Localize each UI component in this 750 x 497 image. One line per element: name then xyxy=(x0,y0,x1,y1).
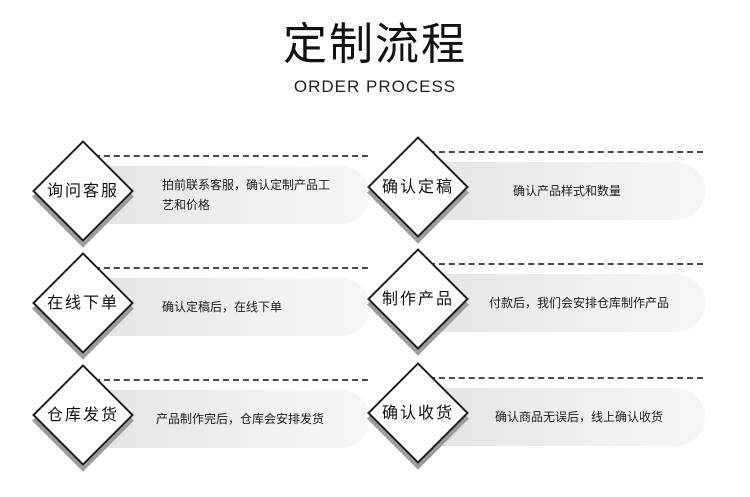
step-label: 制作产品 xyxy=(381,289,454,308)
step-label: 询问客服 xyxy=(46,181,119,200)
step-description: 产品制作完后，仓库会安排发货 xyxy=(156,412,325,426)
page-subtitle: ORDER PROCESS xyxy=(293,77,457,96)
step-description: 确认商品无误后，线上确认收货 xyxy=(495,410,664,424)
step-label: 仓库发货 xyxy=(46,405,119,424)
step-divider xyxy=(94,267,368,269)
step-label: 在线下单 xyxy=(46,293,119,312)
page-title: 定制流程 xyxy=(283,19,467,70)
step-divider xyxy=(429,263,703,265)
step-description-panel xyxy=(82,278,370,336)
step-description: 拍前联系客服，确认定制产品工艺和价格 xyxy=(162,178,331,212)
process-step-produce: 付款后，我们会安排仓库制作产品 制作产品 xyxy=(369,250,705,364)
process-step-place-order: 确认定稿后，在线下单 在线下单 xyxy=(34,254,370,368)
process-step-receive: 确认商品无误后，线上确认收货 确认收货 xyxy=(369,364,705,478)
step-description-panel xyxy=(417,388,705,446)
step-divider xyxy=(429,377,703,379)
process-step-ship: 产品制作完后，仓库会安排发货 仓库发货 xyxy=(34,366,370,480)
step-divider xyxy=(429,151,703,153)
step-description: 确认产品样式和数量 xyxy=(513,184,622,198)
step-description-panel xyxy=(82,166,370,224)
step-description-panel xyxy=(417,274,705,332)
process-step-confirm-draft: 确认产品样式和数量 确认定稿 xyxy=(369,138,705,252)
step-divider xyxy=(94,155,368,157)
process-step-consult: 拍前联系客服，确认定制产品工艺和价格 询问客服 xyxy=(34,142,370,256)
step-description: 确认定稿后，在线下单 xyxy=(162,300,283,314)
step-label: 确认定稿 xyxy=(381,177,454,196)
step-divider xyxy=(94,379,368,381)
step-description-panel xyxy=(82,390,370,448)
step-description: 付款后，我们会安排仓库制作产品 xyxy=(489,296,670,310)
step-label: 确认收货 xyxy=(381,403,454,422)
step-description-panel xyxy=(417,162,705,220)
